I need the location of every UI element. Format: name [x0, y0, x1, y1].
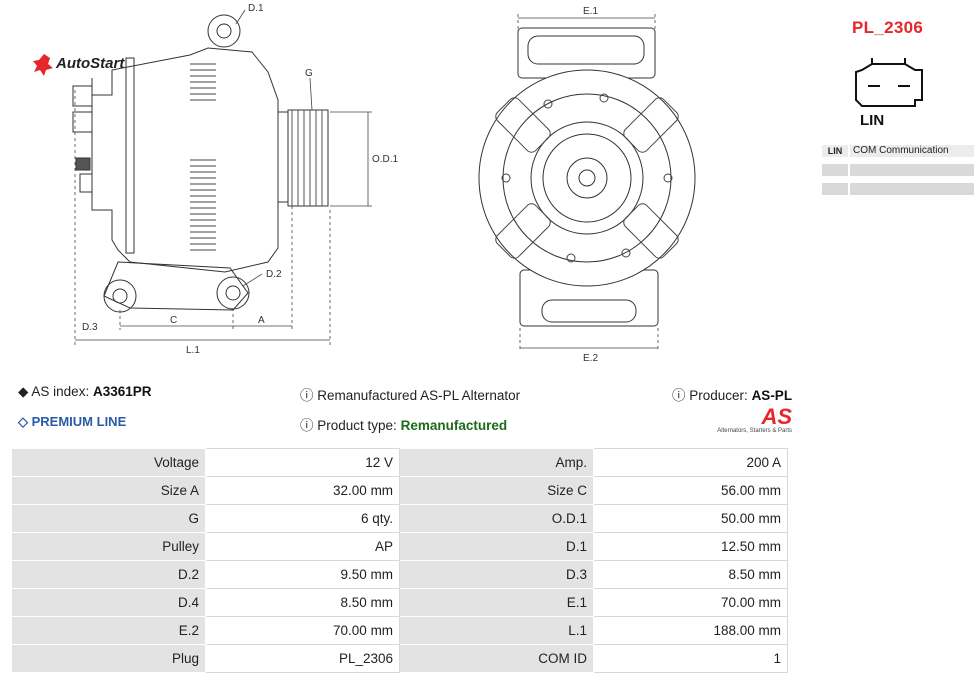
- description-text: Remanufactured AS-PL Alternator: [317, 388, 521, 403]
- label-d3: D.3: [82, 322, 98, 333]
- spec-value: 9.50 mm: [204, 560, 401, 589]
- side-view-terminal-3: [79, 173, 93, 193]
- spec-label: Voltage: [11, 448, 206, 477]
- label-d2: D.2: [266, 269, 282, 280]
- side-view-body: [91, 47, 279, 273]
- side-view-pulley: [287, 109, 329, 207]
- label-a: A: [258, 315, 265, 326]
- pin-key: LIN: [822, 145, 848, 157]
- spec-label: O.D.1: [399, 504, 594, 533]
- spec-label: Amp.: [399, 448, 594, 477]
- plug-pin-table: LIN COM Communication: [822, 145, 974, 202]
- plug-code: PL_2306: [852, 18, 924, 37]
- product-type: ⓘ Product type: Remanufactured: [300, 414, 507, 434]
- spec-label: D.4: [11, 588, 206, 617]
- spec-value: 8.50 mm: [204, 588, 401, 617]
- label-c: C: [170, 315, 177, 326]
- producer: ⓘ Producer: AS-PL: [672, 384, 792, 404]
- pin-value: COM Communication: [850, 145, 974, 157]
- spec-label: D.1: [399, 532, 594, 561]
- spec-label: E.1: [399, 588, 594, 617]
- spec-value: PL_2306: [204, 644, 401, 673]
- spec-value: 50.00 mm: [592, 504, 789, 533]
- logo-star-icon: [33, 54, 53, 76]
- pin-value: [850, 164, 974, 176]
- spec-label: Pulley: [11, 532, 206, 561]
- premium-line[interactable]: ◇ PREMIUM LINE: [18, 414, 126, 430]
- description: ⓘ Remanufactured AS-PL Alternator: [300, 384, 520, 404]
- plug-connector-icon: [855, 58, 923, 107]
- spec-value: 1: [592, 644, 789, 673]
- as-index-label: AS index:: [31, 384, 90, 399]
- diamond-icon: ◇: [18, 414, 28, 429]
- tag-icon: ◆: [18, 384, 29, 399]
- info-icon: ⓘ: [300, 418, 314, 433]
- spec-value: 32.00 mm: [204, 476, 401, 505]
- premium-line-label: PREMIUM LINE: [31, 414, 127, 429]
- producer-label: Producer:: [689, 388, 748, 403]
- spec-value: 12 V: [204, 448, 401, 477]
- label-e2: E.2: [583, 353, 598, 364]
- side-view-plug: [75, 157, 91, 171]
- label-od1: O.D.1: [372, 154, 399, 165]
- pin-key: [822, 183, 848, 195]
- label-l1: L.1: [186, 345, 200, 356]
- pin-row: [822, 164, 974, 176]
- producer-logo: AS Alternators, Starters & Parts: [716, 404, 792, 435]
- front-view-housing: [478, 69, 696, 287]
- spec-value: AP: [204, 532, 401, 561]
- producer-logo-mark: AS: [761, 404, 792, 429]
- side-view-terminal-1: [72, 85, 93, 107]
- spec-label: D.2: [11, 560, 206, 589]
- product-type-label: Product type:: [317, 418, 397, 433]
- spec-value: 188.00 mm: [592, 616, 789, 645]
- info-icon: ⓘ: [300, 388, 314, 403]
- svg-text:AutoStart: AutoStart: [55, 55, 125, 72]
- spec-value: 70.00 mm: [204, 616, 401, 645]
- spec-value: 8.50 mm: [592, 560, 789, 589]
- label-d1: D.1: [248, 3, 264, 14]
- plug-name: LIN: [860, 112, 885, 129]
- spec-value: 6 qty.: [204, 504, 401, 533]
- spec-value: 56.00 mm: [592, 476, 789, 505]
- side-view-ring: [125, 57, 135, 254]
- product-type-value: Remanufactured: [400, 418, 508, 433]
- spec-value: 200 A: [592, 448, 789, 477]
- spec-label: L.1: [399, 616, 594, 645]
- pin-row: [822, 183, 974, 195]
- pin-row: LIN COM Communication: [822, 145, 974, 157]
- as-index-value: A3361PR: [92, 384, 152, 399]
- spec-label: Size C: [399, 476, 594, 505]
- producer-value: AS-PL: [751, 388, 793, 403]
- pin-key: [822, 164, 848, 176]
- autostart-logo: AutoStart: [33, 54, 125, 76]
- spec-label: D.3: [399, 560, 594, 589]
- spec-value: 12.50 mm: [592, 532, 789, 561]
- spec-label: E.2: [11, 616, 206, 645]
- as-index: ◆ AS index: A3361PR: [18, 384, 152, 400]
- spec-value: 70.00 mm: [592, 588, 789, 617]
- label-g: G: [305, 68, 313, 79]
- spec-label: G: [11, 504, 206, 533]
- side-view-terminal-2: [72, 111, 93, 133]
- spec-label: Plug: [11, 644, 206, 673]
- spec-label: Size A: [11, 476, 206, 505]
- producer-icon: ⓘ: [672, 388, 686, 403]
- label-e1: E.1: [583, 6, 598, 17]
- pin-value: [850, 183, 974, 195]
- producer-tagline: Alternators, Starters & Parts: [717, 428, 792, 434]
- spec-label: COM ID: [399, 644, 594, 673]
